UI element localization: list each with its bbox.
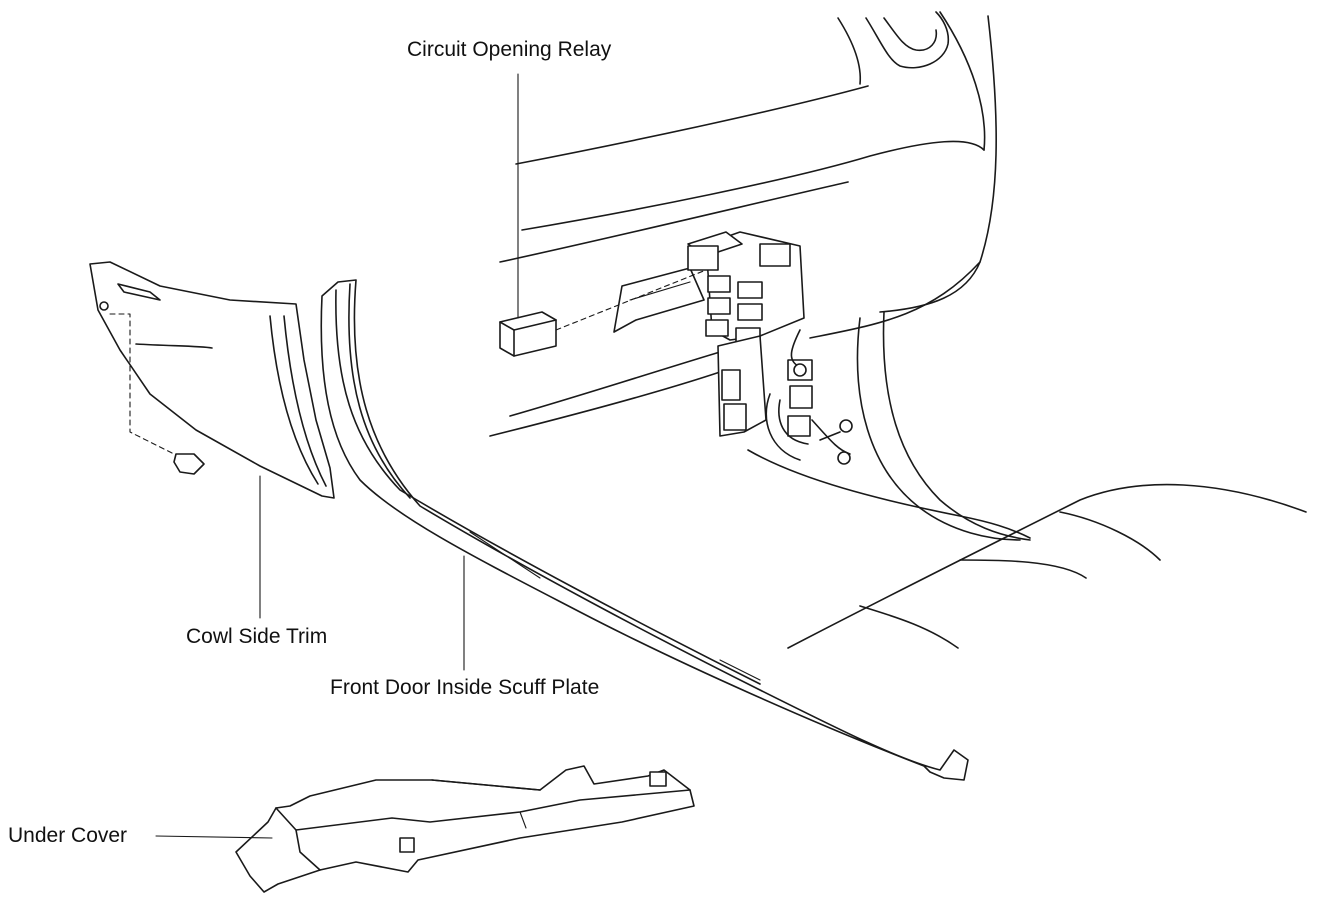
body-panel-outline [489,11,1307,649]
under-cover-part [235,765,695,893]
cowl-side-trim-part [89,261,335,499]
front-door-inside-scuff-plate-part [320,279,969,781]
leader-lines [155,73,519,839]
relay-block [613,231,853,465]
circuit-opening-relay-part [499,269,707,357]
label-circuit-opening-relay: Circuit Opening Relay [407,38,612,61]
label-cowl-side-trim: Cowl Side Trim [186,625,327,648]
label-under-cover: Under Cover [8,824,127,847]
label-front-door-inside-scuff-plate: Front Door Inside Scuff Plate [330,676,599,699]
